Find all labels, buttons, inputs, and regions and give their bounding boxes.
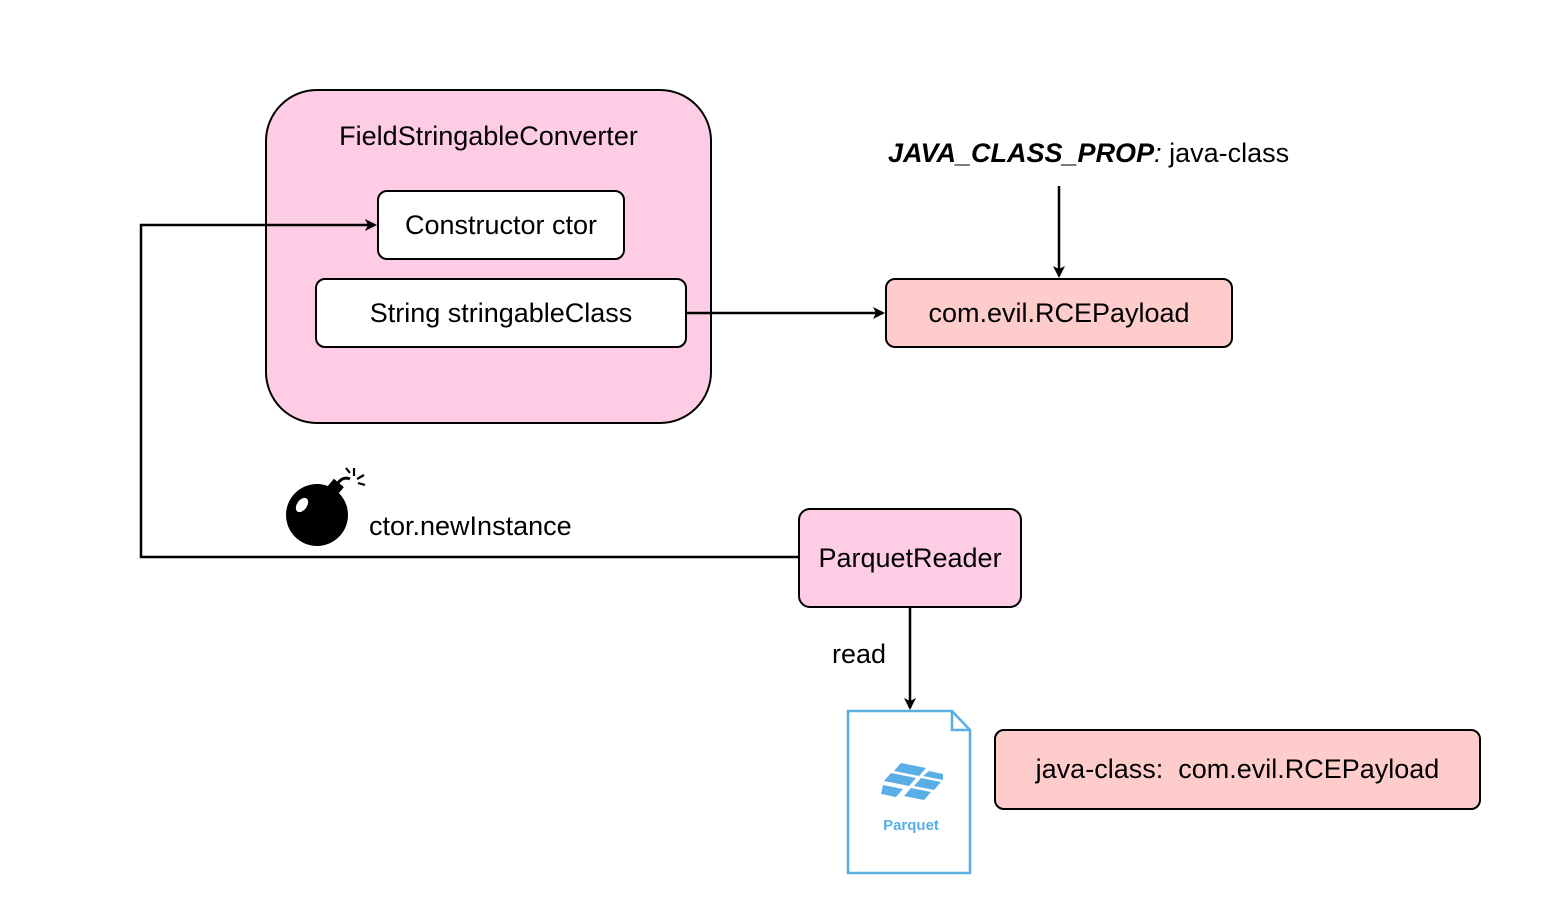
parquet-logo-text: Parquet: [883, 817, 939, 834]
parquet-reader-box: ParquetReader: [798, 508, 1022, 608]
metadata-box: java-class: com.evil.RCEPayload: [994, 729, 1481, 810]
prop-name: JAVA_CLASS_PROP: [888, 138, 1155, 168]
bomb-icon: [286, 467, 366, 546]
prop-value: java-class: [1161, 138, 1290, 168]
parquet-file-icon: Parquet: [846, 709, 972, 875]
parquet-reader-label: ParquetReader: [818, 542, 1002, 573]
ctor-field-label: Constructor ctor: [404, 209, 598, 240]
payload-class-label: com.evil.RCEPayload: [928, 297, 1190, 328]
java-class-prop-label: JAVA_CLASS_PROP: java-class: [888, 138, 1289, 169]
prop-separator: :: [1154, 138, 1162, 168]
converter-title: FieldStringableConverter: [339, 121, 638, 151]
field-stringable-converter-container: FieldStringableConverter: [265, 89, 712, 424]
new-instance-arrow: [139, 219, 798, 559]
read-edge-label: read: [832, 639, 887, 669]
stringable-class-field-box: String stringableClass: [315, 278, 687, 348]
payload-class-box: com.evil.RCEPayload: [885, 278, 1233, 348]
stringable-class-label: String stringableClass: [369, 297, 633, 328]
ctor-field-box: Constructor ctor: [377, 190, 625, 260]
new-instance-edge-label: ctor.newInstance: [369, 511, 572, 541]
parquet-logo-icon: [881, 763, 943, 800]
metadata-label: java-class: com.evil.RCEPayload: [1035, 754, 1440, 784]
